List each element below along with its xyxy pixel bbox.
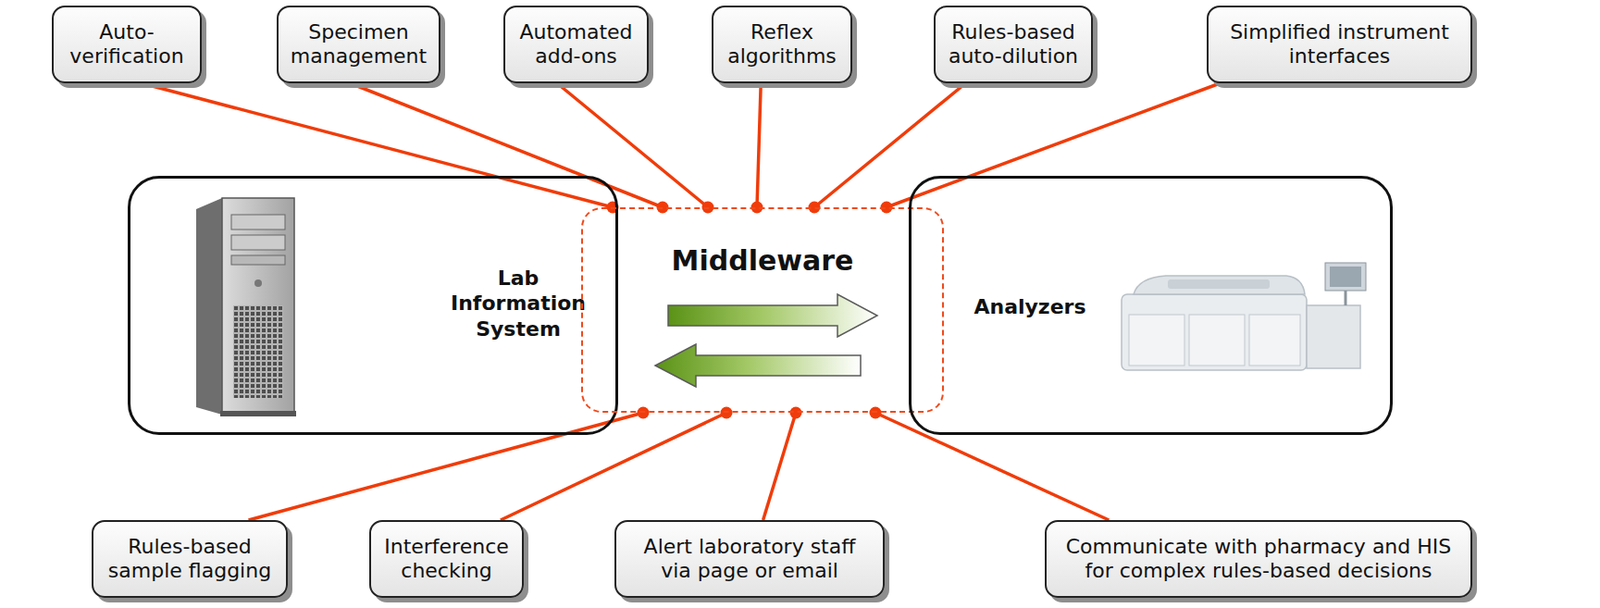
drive-bay [231,214,286,230]
system-label: Lab Information System [437,265,600,343]
middleware-region: Middleware [581,207,944,413]
power-button [254,279,262,287]
callout-box: Automated add-ons [503,5,649,84]
flow-arrow-left [655,344,861,387]
leader-line [248,412,644,521]
monitor-frame [1325,262,1366,291]
callout-label: Rules-based sample flagging [102,534,277,584]
analyzer-body [1121,294,1307,371]
leader-line [756,83,761,208]
monitor-screen [1329,266,1362,287]
callout-box: Reflex algorithms [711,5,853,84]
tower-side [196,198,223,415]
analyzer-panel [1189,314,1245,366]
analyzer-panel [1249,314,1301,366]
analyzer-panel [1128,314,1185,366]
drive-bay [231,235,286,250]
callout-label: Alert laboratory staff via page or email [625,534,874,584]
leader-line [763,412,796,521]
connector-dot [637,407,650,420]
vent-grid [233,305,284,398]
callout-label: Interference checking [380,534,513,584]
analyzer-side-unit [1306,305,1361,369]
callout-box: Interference checking [369,520,524,598]
callout-label: Rules-based auto-dilution [944,20,1082,70]
callout-label: Automated add-ons [514,20,638,70]
connector-dot [720,407,733,420]
leader-line [350,83,663,208]
drive-bay [231,255,286,265]
server-tower [196,198,297,417]
tower-base [220,410,297,417]
callout-label: Simplified instrument interfaces [1217,20,1462,70]
analyzer-hood [1133,275,1305,295]
callout-label: Reflex algorithms [722,20,842,70]
leader-line [875,412,1109,521]
system-box: Lab Information System [127,175,619,435]
callout-box: Rules-based auto-dilution [933,5,1093,84]
monitor-stand [1344,290,1348,306]
leader-line [500,412,727,521]
leader-line [814,83,966,208]
callout-box: Alert laboratory staff via page or email [614,520,885,598]
callout-label: Communicate with pharmacy and HIS for co… [1055,534,1462,584]
callout-label: Auto- verification [62,20,191,70]
analyzer-lid [1167,279,1270,289]
leader-line [557,83,708,208]
system-label: Analyzers [960,294,1100,321]
callout-box: Auto- verification [51,5,202,84]
leader-line [141,83,613,208]
system-box: Analyzers [908,175,1393,435]
callout-box: Communicate with pharmacy and HIS for co… [1044,520,1473,598]
flow-arrow-right [668,294,878,337]
connector-dot [790,407,803,420]
connector-dot [869,407,882,420]
callout-label: Specimen management [287,20,430,70]
middleware-label: Middleware [623,245,902,276]
callout-box: Rules-based sample flagging [91,520,288,598]
callout-box: Specimen management [276,5,441,84]
leader-line [886,83,1220,208]
analyzer-machine [1121,262,1366,371]
tower-front [222,198,295,415]
callout-box: Simplified instrument interfaces [1206,5,1473,84]
